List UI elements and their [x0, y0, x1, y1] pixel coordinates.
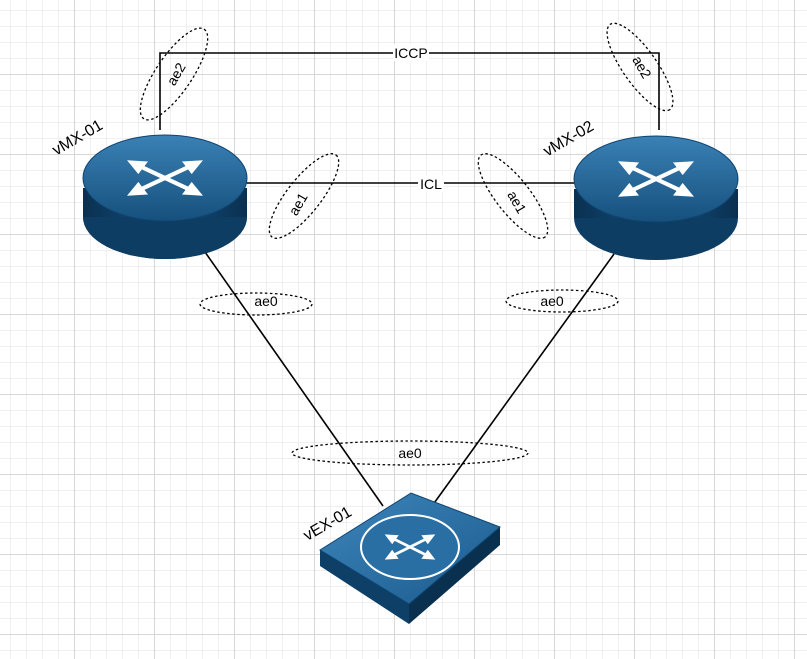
ae0-bottom-bundle [291, 440, 529, 466]
ae2-right-label: ae2 [629, 53, 655, 81]
switch-icon [319, 492, 501, 624]
ae1-left-label: ae1 [285, 190, 311, 218]
ae0-left-bundle [199, 292, 313, 316]
iccp-label-bg [393, 44, 429, 61]
iccp-link [159, 52, 660, 130]
switch-vex01[interactable]: vEX-01 [301, 492, 501, 624]
ae2-left-label: ae2 [163, 60, 189, 88]
icl-label-bg [418, 175, 444, 192]
ae0-right-bundle [505, 289, 619, 313]
ae0-right-label: ae0 [540, 293, 564, 309]
router-vmx01[interactable]: vMX-01 [50, 117, 248, 259]
ae0-bottom-label: ae0 [398, 445, 422, 461]
ae1-right-label: ae1 [504, 188, 530, 216]
ae1-right-bundle [477, 153, 549, 239]
icl-label: ICL [420, 176, 442, 192]
ae0-left-label: ae0 [254, 293, 278, 309]
router-icon [82, 134, 248, 259]
router-icon [573, 135, 739, 260]
iccp-label: ICCP [394, 45, 427, 61]
ae1-left-bundle [268, 153, 340, 239]
ae2-right-bundle [606, 22, 674, 112]
uplink-vmx01-vex01 [204, 251, 384, 507]
router-vmx02[interactable]: vMX-02 [541, 118, 739, 260]
uplink-vmx02-vex01 [431, 253, 615, 507]
ae2-left-bundle [139, 27, 209, 121]
